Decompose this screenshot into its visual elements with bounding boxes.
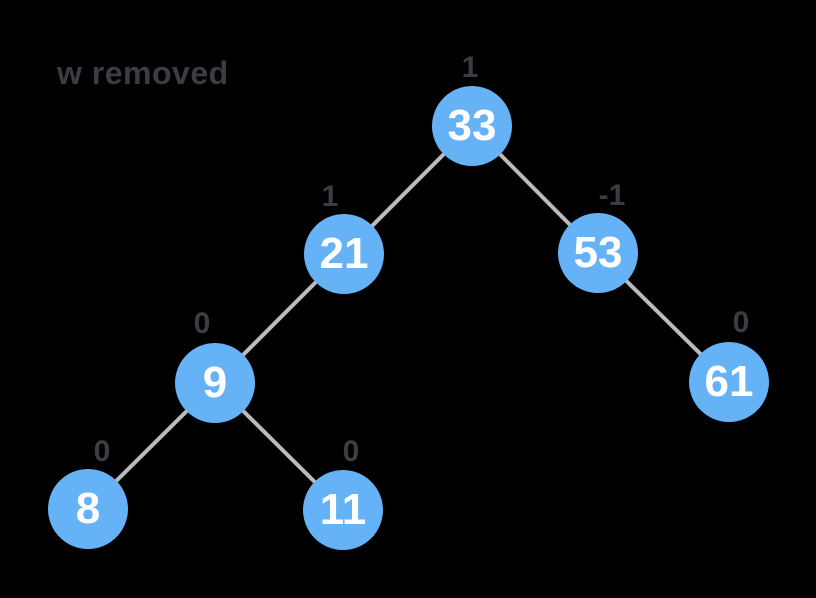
tree-node-61: 61 bbox=[689, 342, 769, 422]
tree-node-11: 11 bbox=[303, 470, 383, 550]
tree-node-33: 33 bbox=[432, 86, 512, 166]
node-value: 11 bbox=[319, 485, 367, 534]
balance-factor-label-33: 1 bbox=[461, 51, 479, 84]
node-value: 9 bbox=[202, 358, 228, 407]
diagram-caption: w removed bbox=[57, 55, 229, 91]
node-value: 61 bbox=[704, 357, 754, 406]
tree-node-21: 21 bbox=[304, 214, 384, 294]
balance-factor-label-21: 1 bbox=[321, 180, 339, 213]
balance-factor-label-61: 0 bbox=[732, 306, 750, 339]
node-value: 53 bbox=[573, 228, 623, 277]
balance-factor-label-53: -1 bbox=[598, 179, 626, 212]
node-value: 8 bbox=[75, 484, 101, 533]
node-value: 33 bbox=[447, 101, 497, 150]
balance-factor-label-9: 0 bbox=[193, 307, 211, 340]
balance-factor-label-11: 0 bbox=[342, 435, 360, 468]
tree-node-9: 9 bbox=[175, 343, 255, 423]
tree-node-53: 53 bbox=[558, 213, 638, 293]
balance-factor-label-8: 0 bbox=[93, 435, 111, 468]
node-value: 21 bbox=[319, 229, 369, 278]
tree-node-8: 8 bbox=[48, 469, 128, 549]
